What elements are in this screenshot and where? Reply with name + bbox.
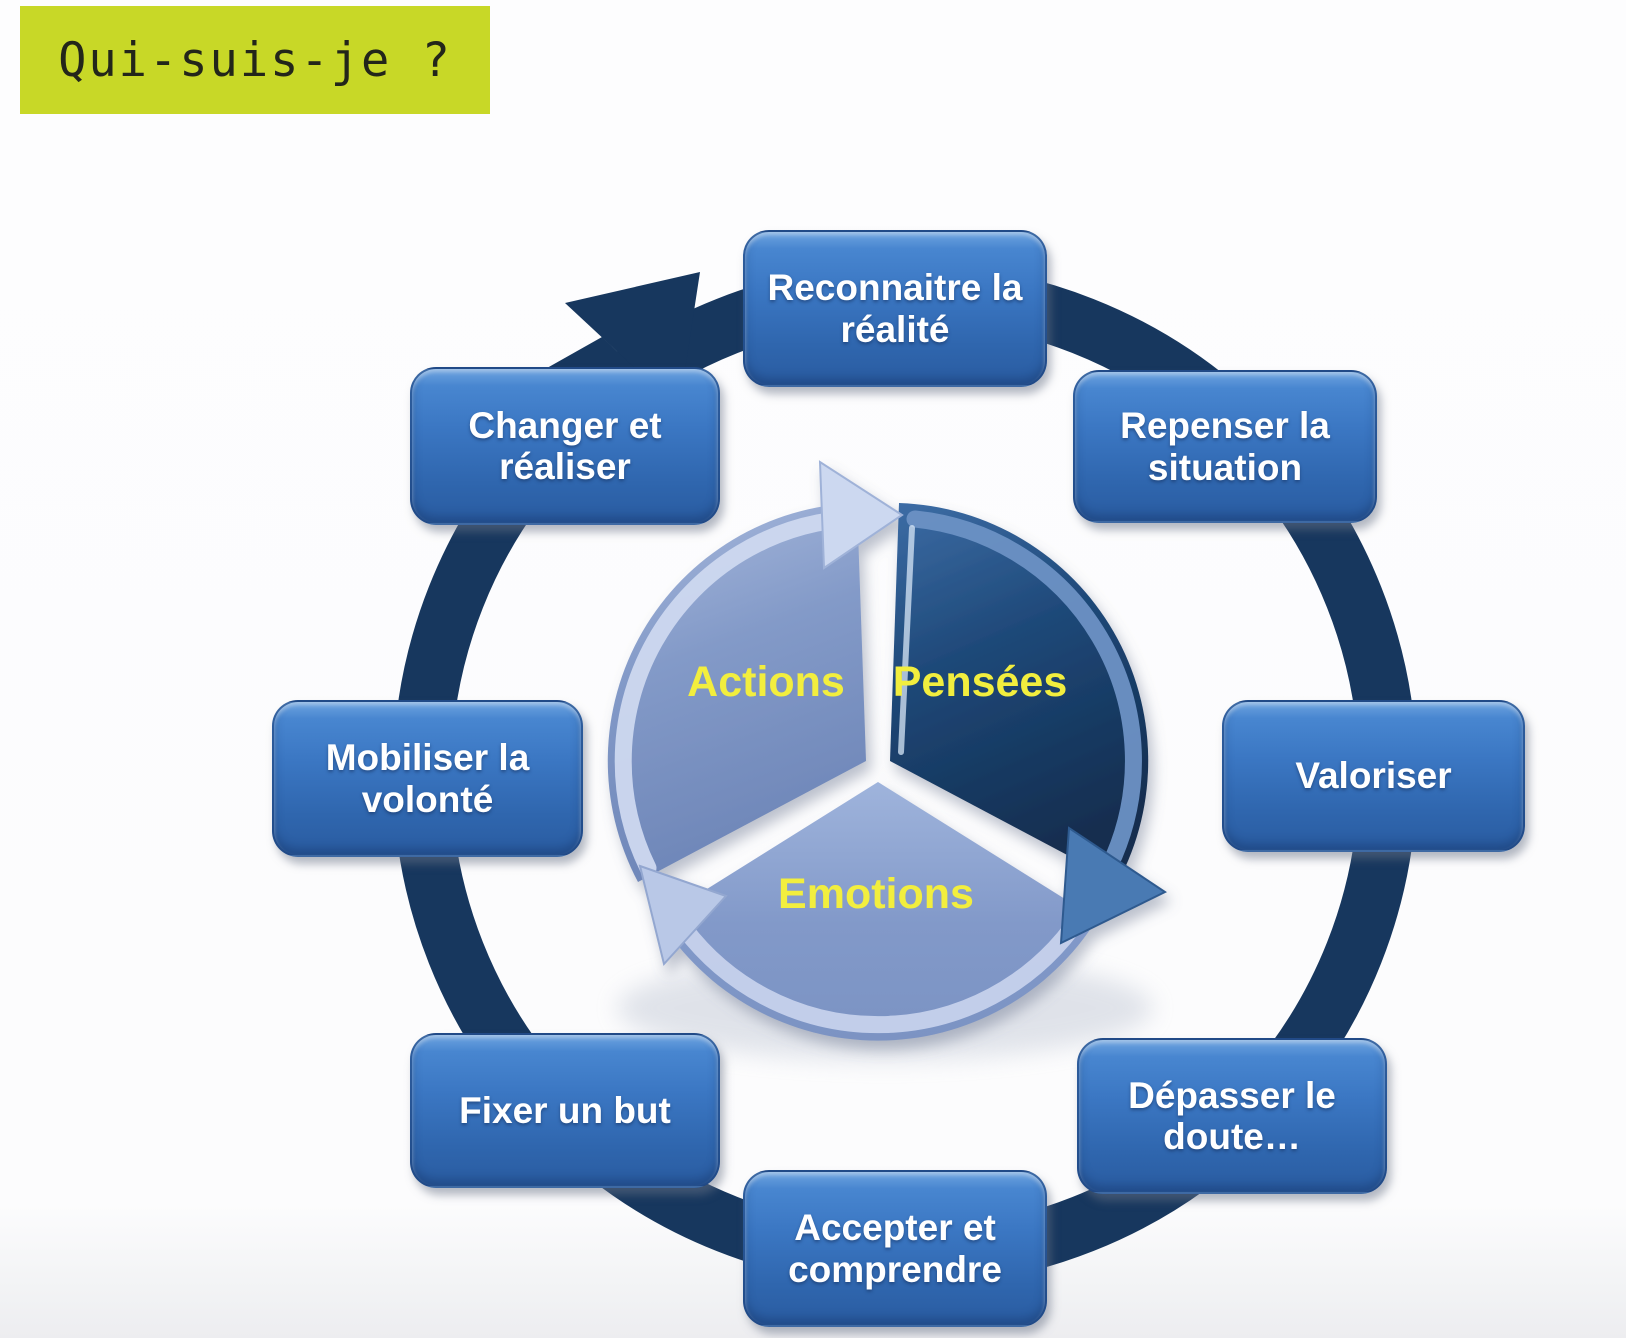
cycle-box-repenser: Repenser la situation bbox=[1073, 370, 1377, 523]
cycle-box-label: Fixer un but bbox=[459, 1089, 671, 1131]
actions-arrowhead bbox=[818, 460, 904, 570]
pie-label-pensees: Pensées bbox=[893, 658, 1068, 706]
cycle-box-reconnaitre: Reconnaitre la réalité bbox=[743, 230, 1047, 387]
pensees-arrowhead bbox=[1059, 826, 1168, 945]
cycle-box-accepter: Accepter et comprendre bbox=[743, 1170, 1047, 1327]
pie-segment-actions bbox=[607, 503, 866, 882]
pie-label-emotions: Emotions bbox=[778, 870, 974, 918]
cycle-box-label: Dépasser le doute… bbox=[1128, 1074, 1336, 1157]
pie-segment-emotions bbox=[659, 782, 1097, 1041]
emotions-arrowhead bbox=[638, 864, 728, 967]
cycle-box-label: Accepter et comprendre bbox=[788, 1207, 1002, 1290]
center-pie bbox=[607, 460, 1168, 1041]
pie-label-actions: Actions bbox=[687, 658, 845, 706]
cycle-box-label: Valoriser bbox=[1295, 755, 1452, 797]
slide-title-highlight: Qui-suis-je ? bbox=[20, 6, 490, 114]
cycle-box-mobiliser: Mobiliser la volonté bbox=[272, 700, 583, 857]
cycle-box-label: Repenser la situation bbox=[1120, 405, 1330, 488]
actions-rim-band bbox=[614, 510, 854, 877]
cycle-box-changer: Changer et réaliser bbox=[410, 367, 720, 525]
pensees-rim-band bbox=[906, 510, 1142, 865]
pensees-gloss-stripe bbox=[898, 525, 915, 755]
cycle-box-label: Reconnaitre la réalité bbox=[767, 267, 1023, 350]
cycle-box-label: Changer et réaliser bbox=[468, 404, 662, 487]
cycle-box-fixer: Fixer un but bbox=[410, 1033, 720, 1188]
cycle-box-valoriser: Valoriser bbox=[1222, 700, 1525, 852]
cycle-box-label: Mobiliser la volonté bbox=[325, 737, 530, 820]
cycle-box-depasser: Dépasser le doute… bbox=[1077, 1038, 1387, 1194]
emotions-rim-band bbox=[675, 919, 1081, 1034]
slide-title: Qui-suis-je ? bbox=[58, 32, 452, 88]
pie-segment-pensees bbox=[890, 503, 1149, 882]
